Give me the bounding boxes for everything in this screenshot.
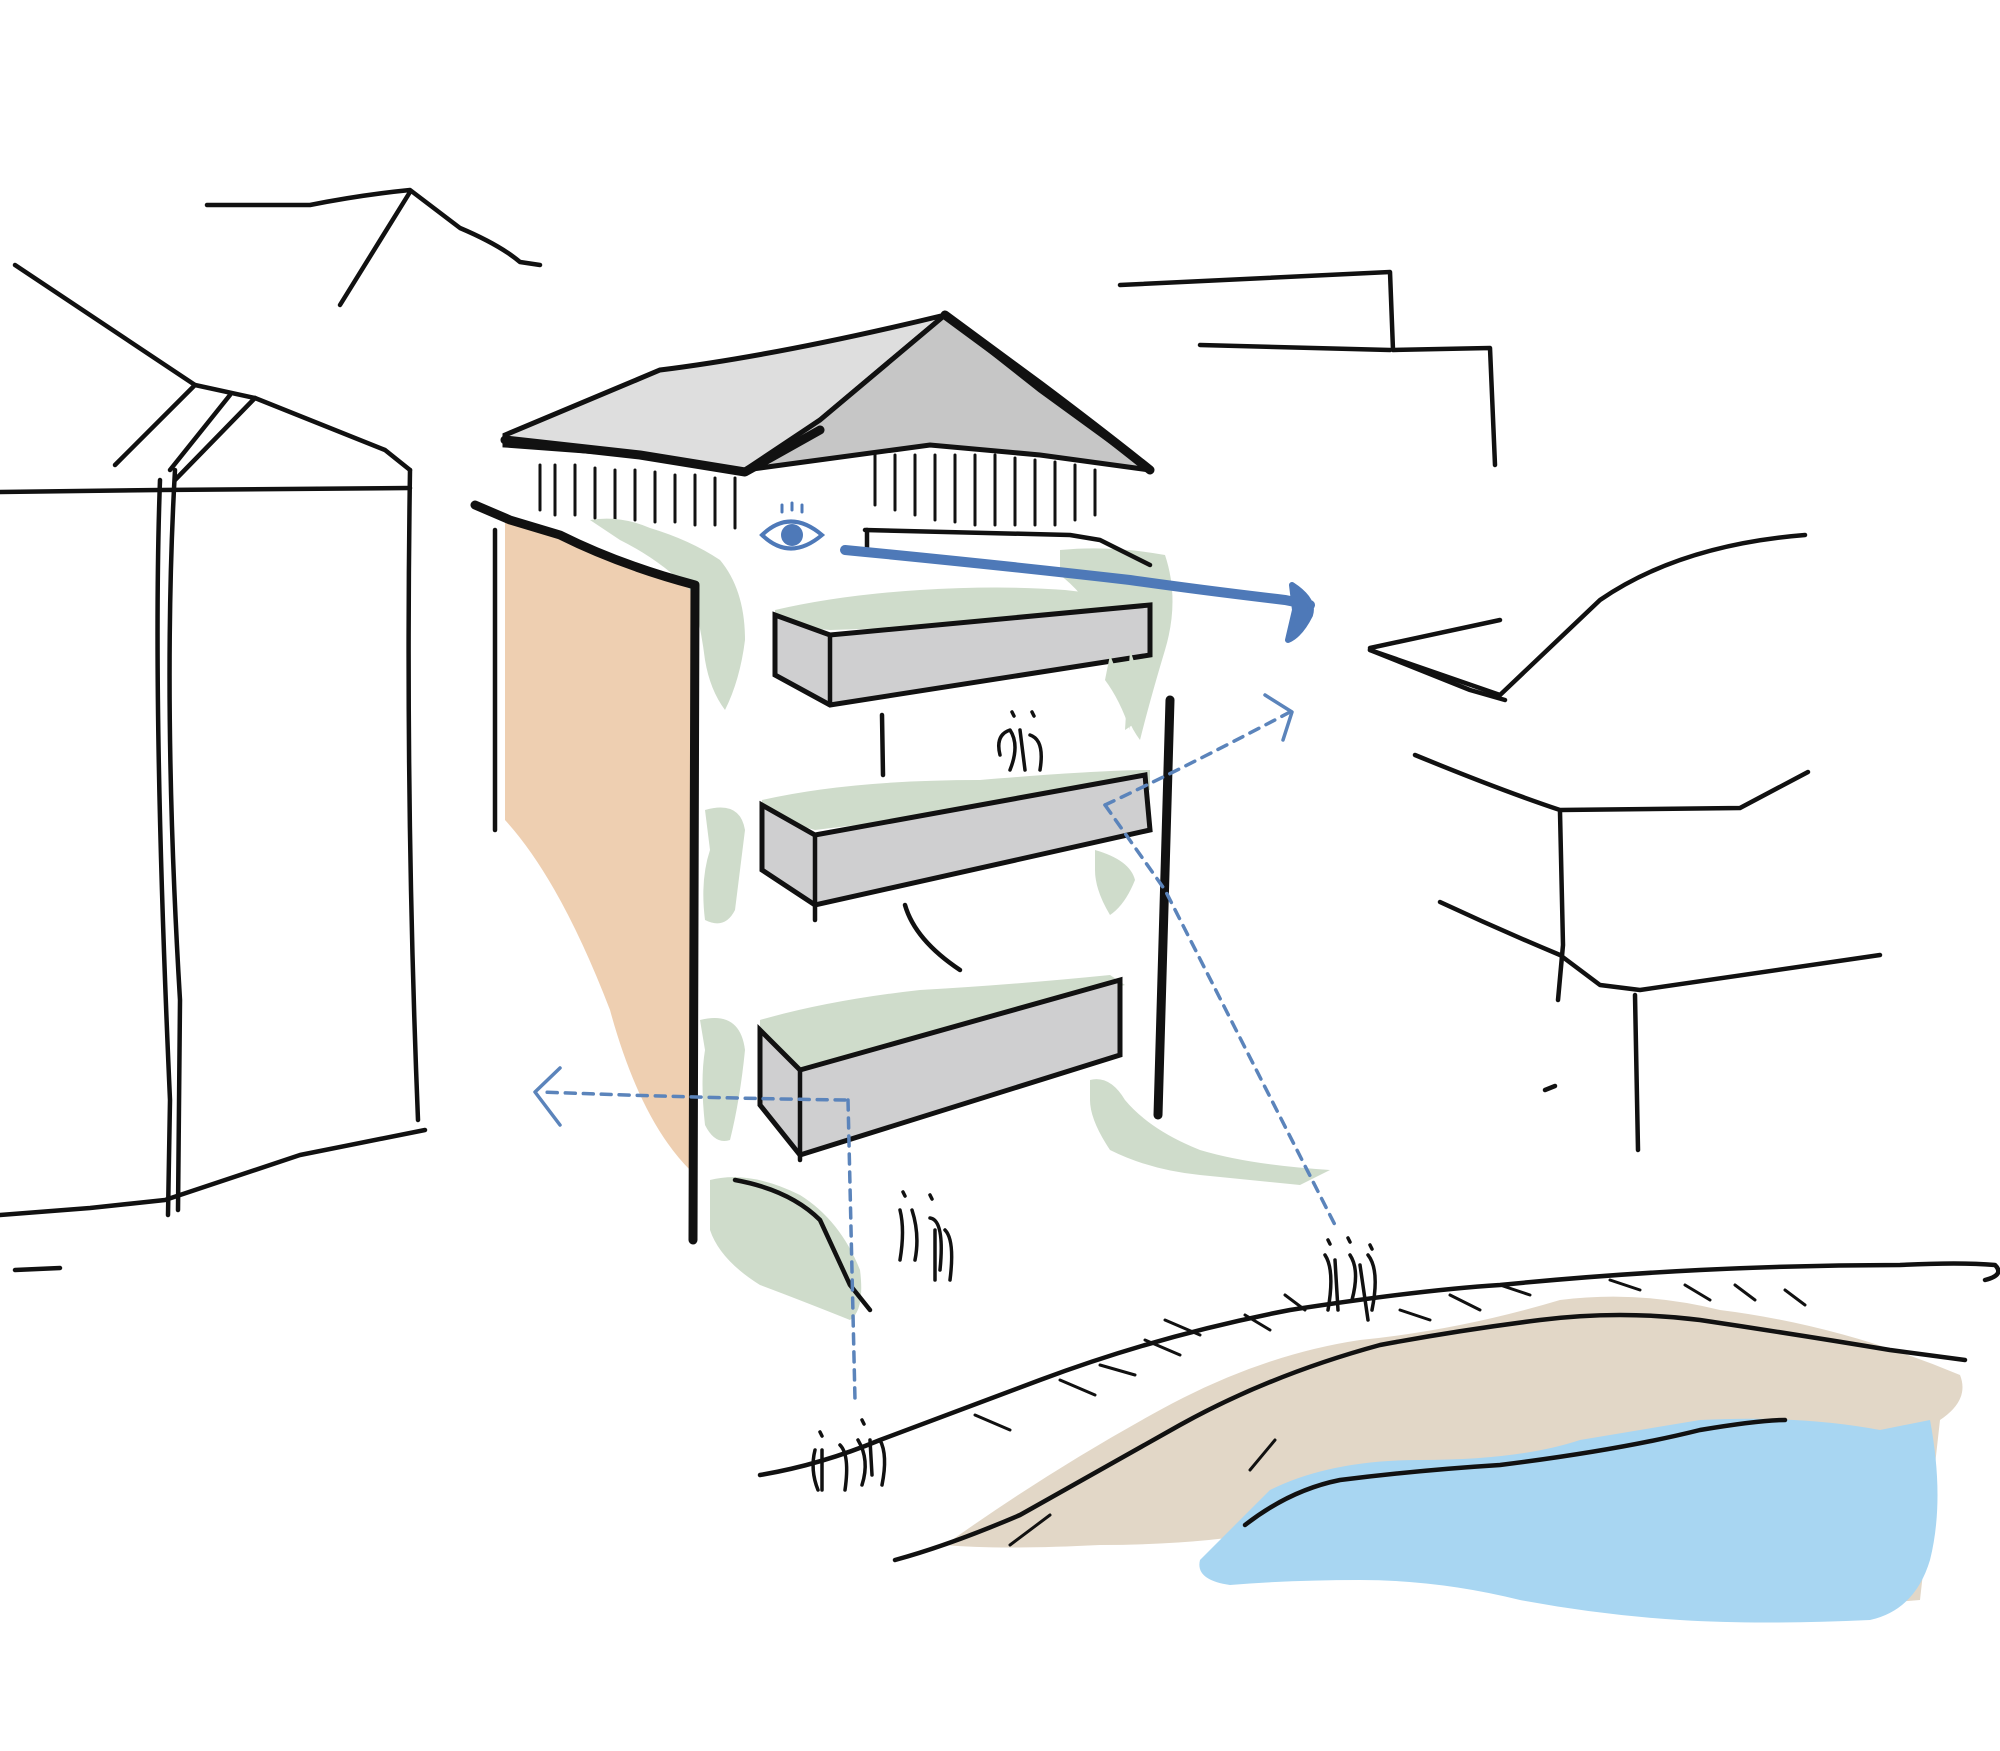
- floor-2-post: [879, 712, 886, 778]
- people-path-right: [1323, 1236, 1377, 1322]
- left-context-buildings: [0, 187, 543, 1273]
- ground-greenery-right: [1090, 1079, 1330, 1185]
- arrow-upright-icon: [1263, 693, 1294, 742]
- balcony-2-greenery-right: [1095, 850, 1135, 915]
- right-mid-roof-2: [1367, 647, 1508, 703]
- people-path-left: [811, 1418, 887, 1492]
- roof-rafters-right: [873, 453, 1097, 527]
- path-far-edge: [757, 1261, 2000, 1478]
- left-gable-roof-inner: [112, 382, 258, 483]
- person-balcony-2: [997, 728, 1043, 772]
- left-building-wall-1: [155, 477, 173, 1218]
- view-annotations: [533, 501, 1337, 1402]
- person-path-left: [811, 1438, 887, 1492]
- right-context-buildings: [1117, 269, 1883, 1153]
- balcony-3-planter-top: [760, 975, 1125, 1070]
- person-balcony-2-dots: [1010, 710, 1036, 718]
- right-mid-roof: [1367, 532, 1808, 698]
- greenery-top-left: [590, 518, 745, 710]
- ground-greenery-edge: [732, 1177, 873, 1313]
- left-building-base-2: [12, 1265, 63, 1273]
- balcony-2-planter-top: [762, 770, 1150, 830]
- right-lower-building-2: [1437, 899, 1883, 993]
- pond-edge: [1242, 1417, 1788, 1528]
- roof-rafters-left: [538, 463, 737, 530]
- balcony-2-greenery-left: [703, 807, 745, 924]
- roof-ridge-right: [940, 310, 1155, 475]
- balcony-3-greenery-left: [700, 1018, 745, 1141]
- landscape: [757, 1261, 2000, 1623]
- front-right-edge: [1153, 695, 1175, 1120]
- right-lower-building: [1412, 752, 1811, 813]
- right-tick: [1542, 1083, 1558, 1093]
- left-building-base: [0, 1127, 428, 1218]
- main-building: [470, 310, 1330, 1320]
- balcony-1-greenery-hang-2: [1125, 650, 1142, 730]
- left-roof-ridge: [337, 189, 413, 308]
- person-ground-1: [898, 1208, 954, 1282]
- person-ground-1-heads: [901, 1190, 934, 1201]
- person-path-right: [1323, 1253, 1377, 1322]
- people-ground: [898, 1190, 954, 1282]
- right-upper-roof: [1117, 269, 1498, 468]
- ground-greenery-left: [710, 1177, 862, 1320]
- path-hatching: [973, 1278, 1807, 1547]
- roof-eave: [500, 425, 825, 477]
- person-path-left-heads: [818, 1418, 866, 1438]
- floor-3-post: [902, 902, 963, 973]
- person-path-right-heads: [1326, 1236, 1374, 1251]
- left-building-wall-3: [406, 467, 421, 1123]
- right-lower-wall: [1555, 809, 1566, 1003]
- path-near-edge: [892, 1312, 1968, 1563]
- eye-icon: [759, 501, 826, 551]
- front-left-corner: [470, 500, 700, 1245]
- sight-line-lower: [533, 1066, 857, 1402]
- arrow-right-icon: [840, 545, 1315, 643]
- building-side-wall: [505, 520, 695, 1170]
- right-lower-wall-2: [1632, 992, 1641, 1153]
- left-building-wall-2: [167, 467, 183, 1213]
- arrow-left-icon: [533, 1066, 562, 1127]
- upper-floor-line: [862, 527, 1153, 568]
- sight-line-upper: [1103, 693, 1337, 1227]
- balcony-1-greenery-hang: [1105, 655, 1130, 730]
- right-upper-step: [1197, 342, 1393, 353]
- water-pond: [1199, 1418, 1938, 1623]
- left-building-top: [0, 485, 413, 495]
